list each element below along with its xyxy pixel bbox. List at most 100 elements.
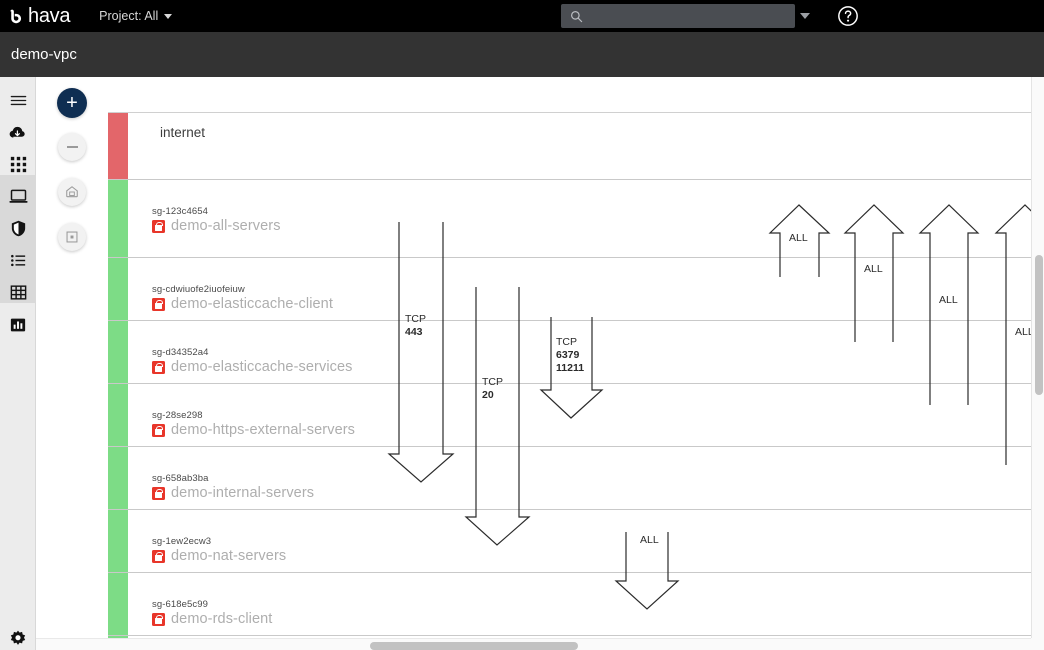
flow-ports: ALL <box>864 263 883 275</box>
security-group-name: demo-elasticcache-services <box>171 359 353 375</box>
sidebar-item-security[interactable] <box>0 211 36 246</box>
row-color-band <box>108 113 128 179</box>
row-color-band <box>108 447 128 509</box>
security-group-id: sg-d34352a4 <box>152 347 209 358</box>
security-group-lock-icon <box>152 219 165 233</box>
flow-ports: 443 <box>405 326 423 338</box>
flow-protocol: TCP <box>405 313 426 325</box>
plus-icon: + <box>66 92 78 114</box>
row-color-band <box>108 321 128 383</box>
security-group-entry[interactable]: demo-nat-servers <box>152 548 286 564</box>
security-group-id: sg-658ab3ba <box>152 473 209 484</box>
security-group-entry[interactable]: demo-all-servers <box>152 218 281 234</box>
sidebar-item-reports[interactable] <box>0 307 36 342</box>
sidebar-item-dashboard[interactable] <box>0 147 36 182</box>
row-body: internet <box>130 113 1032 179</box>
horizontal-scrollbar[interactable] <box>36 638 1031 650</box>
flow-ports: ALL <box>939 294 958 306</box>
sidebar-item-import[interactable] <box>0 115 36 150</box>
flow-ports: 20 <box>482 389 494 401</box>
minus-icon <box>66 146 78 148</box>
shield-icon <box>11 220 25 237</box>
security-group-id: sg-28se298 <box>152 410 203 421</box>
security-group-entry[interactable]: demo-elasticcache-services <box>152 359 353 375</box>
table-grid-icon <box>10 285 26 300</box>
internet-label: internet <box>160 125 206 140</box>
fit-screen-icon <box>66 186 78 198</box>
row-color-band <box>108 258 128 320</box>
center-view-button[interactable] <box>58 223 86 251</box>
security-group-name: demo-all-servers <box>171 218 281 234</box>
page-title: demo-vpc <box>11 46 77 63</box>
search-icon <box>571 10 583 22</box>
help-button[interactable] <box>837 5 859 32</box>
zoom-out-button[interactable] <box>58 133 86 161</box>
sidebar-active-group <box>0 175 36 303</box>
flow-all-up-3-label: ALL <box>939 294 958 307</box>
security-group-entry[interactable]: demo-elasticcache-client <box>152 296 333 312</box>
row-color-band <box>108 573 128 635</box>
project-selector-label: Project: All <box>99 9 159 23</box>
project-selector[interactable]: Project: All <box>99 9 173 23</box>
help-circle-icon <box>838 6 858 26</box>
search-scope-caret-icon[interactable] <box>800 13 810 19</box>
security-group-name: demo-rds-client <box>171 611 273 627</box>
hava-logo-icon <box>10 9 22 23</box>
security-group-lock-icon <box>152 360 165 374</box>
zoom-in-button[interactable]: + <box>57 88 87 118</box>
sidebar-item-lists[interactable] <box>0 243 36 278</box>
security-group-lock-icon <box>152 486 165 500</box>
security-group-entry[interactable]: demo-https-external-servers <box>152 422 355 438</box>
security-group-id: sg-cdwiuofe2iuofeiuw <box>152 284 245 295</box>
security-group-name: demo-elasticcache-client <box>171 296 333 312</box>
flow-all-up-2-label: ALL <box>864 263 883 276</box>
flow-ports: ALL <box>789 232 808 244</box>
fit-screen-button[interactable] <box>58 178 86 206</box>
diagram-row-internet[interactable]: internet <box>108 112 1032 180</box>
flow-protocol: TCP <box>482 376 503 388</box>
bar-chart-icon <box>10 318 26 331</box>
scrollbar-corner <box>1031 638 1044 650</box>
vertical-scrollbar[interactable] <box>1031 77 1044 639</box>
vertical-scrollbar-thumb[interactable] <box>1034 255 1043 395</box>
security-group-id: sg-1ew2ecw3 <box>152 536 212 547</box>
cloud-download-icon <box>9 126 25 138</box>
security-group-name: demo-nat-servers <box>171 548 287 564</box>
center-focus-icon <box>66 231 78 243</box>
horizontal-scrollbar-thumb[interactable] <box>370 641 578 650</box>
hava-logo[interactable]: hava <box>8 6 70 26</box>
security-group-entry[interactable]: demo-internal-servers <box>152 485 314 501</box>
grid-dots-icon <box>10 156 26 173</box>
sidebar-item-menu[interactable] <box>0 83 36 118</box>
sidebar-item-tables[interactable] <box>0 275 36 310</box>
sidebar-item-environments[interactable] <box>0 179 36 214</box>
security-group-entry[interactable]: demo-rds-client <box>152 611 272 627</box>
security-group-lock-icon <box>152 423 165 437</box>
hava-logo-text: hava <box>28 5 71 27</box>
flow-ports: ALL <box>1015 326 1034 338</box>
security-group-lock-icon <box>152 612 165 626</box>
sidebar-item-settings[interactable] <box>0 621 36 650</box>
flow-all-up-1-label: ALL <box>789 232 808 245</box>
flow-ports: 11211 <box>556 362 585 374</box>
search-input[interactable] <box>590 9 786 23</box>
flow-ports: 6379 <box>556 349 580 361</box>
chevron-down-icon <box>164 13 173 19</box>
search-box[interactable] <box>561 4 795 28</box>
row-color-band <box>108 384 128 446</box>
